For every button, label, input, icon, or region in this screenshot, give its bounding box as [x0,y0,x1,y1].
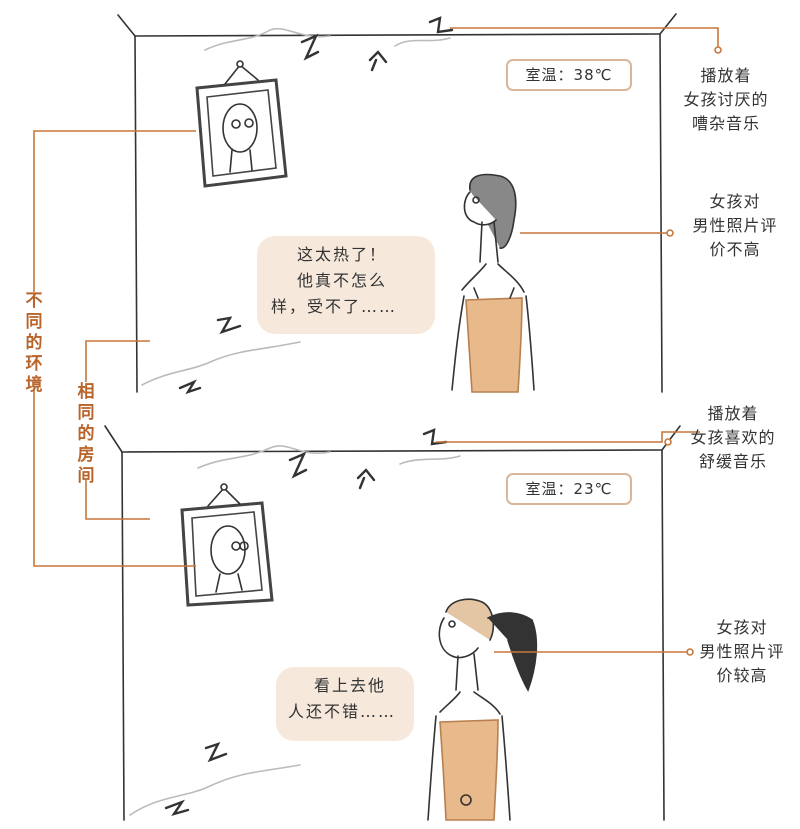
speech-bubble-top: 这太热了！ 他真不怎么 样，受不了…… [257,236,435,334]
callout-line: 舒缓音乐 [698,452,767,471]
callout-rating-bottom: 女孩对 男性照片评 价较高 [686,616,798,688]
bottom-music-notes [164,428,448,817]
temperature-badge-bottom: 室温：23℃ [506,473,632,505]
callout-line: 女孩对 [709,192,761,211]
top-portrait-frame [195,60,288,188]
bottom-portrait-frame [180,483,274,607]
speech-line: 样，受不了…… [271,297,398,316]
callout-music-bottom: 播放着 女孩喜欢的 舒缓音乐 [672,402,794,474]
callout-line: 播放着 [707,404,759,423]
callout-line: 女孩喜欢的 [690,428,776,447]
callout-rating-top: 女孩对 男性照片评 价不高 [676,190,794,262]
callout-line: 播放着 [700,66,752,85]
leader-lines [33,27,722,656]
speech-line: 他真不怎么 [297,271,388,290]
callout-line: 女孩讨厌的 [683,90,769,109]
speech-line: 人还不错…… [288,702,397,721]
callout-line: 男性照片评 [699,642,785,661]
callout-line: 女孩对 [716,618,768,637]
label-different-environment: 不同的环境 [25,291,43,395]
callout-line: 价不高 [709,240,761,259]
callout-music-top: 播放着 女孩讨厌的 嘈杂音乐 [666,64,786,136]
top-music-notes [178,16,454,395]
bottom-room-walls [104,425,681,821]
label-same-room: 相同的房间 [77,382,95,486]
top-room-walls [117,13,677,393]
callout-line: 嘈杂音乐 [691,114,760,133]
top-girl-figure [451,173,535,393]
speech-line: 这太热了！ [297,245,388,264]
speech-bubble-bottom: 看上去他 人还不错…… [276,667,414,741]
speech-line: 看上去他 [314,676,387,695]
callout-line: 价较高 [716,666,768,685]
bottom-girl-figure [427,598,538,821]
temperature-badge-top: 室温：38℃ [506,59,632,91]
callout-line: 男性照片评 [692,216,778,235]
